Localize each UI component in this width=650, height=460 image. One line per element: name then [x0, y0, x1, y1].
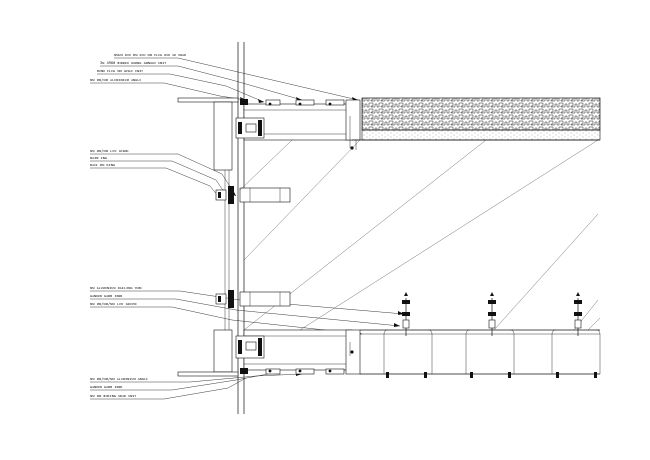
- annotation-top-2: 3ᴍ 4900 ʙᴏɴᴅᴇᴅ ɢᴍᴢɴɢ ɢᴍɴɢᴏᴏ ᴜɴɪᴛ: [100, 61, 166, 65]
- annotation-lower-3: ᴍᴍ ᴍᴍ/ᴍᴍ/ᴍᴍ ʟᴏᴡ ɢʀᴏᴏᴠᴇ: [90, 302, 137, 306]
- glass-reflection-lines: [239, 139, 601, 331]
- annotation-bottom-1: ᴍᴍ ᴍᴍ/ᴍᴍ/ᴍᴍ ᴀʟᴜᴍɪɴɪᴜᴍ ᴀɴɢʟᴇ: [90, 377, 148, 381]
- annotation-top-3: ʙᴏɴᴅ ᴘʟᴜɢ ᴍᴍ ɢᴘᴀᴄᴇ ᴜɴɪᴛ: [97, 69, 143, 73]
- annotation-lower-1: ᴍᴍ ᴀʟᴜᴍɪɴɪᴜᴍ ʀᴀɪʟɪɴɢ ᴛᴜʙᴇ: [90, 286, 142, 290]
- annotation-group-lower: ᴍᴍ ᴀʟᴜᴍɪɴɪᴜᴍ ʀᴀɪʟɪɴɢ ᴛᴜʙᴇ ɢᴀɴᴅᴇɴ ɢᴀᴍʙ ɪɴ…: [90, 286, 142, 306]
- lower-vent-unit: [215, 290, 291, 308]
- annotation-bottom-3: ᴍᴍ ᴍᴍ ʙᴏʀɪɴɢ ᴍᴇᴀʀ ᴜɴɪᴛ: [90, 394, 136, 398]
- leader-lines: [90, 57, 405, 400]
- mid-vent-unit: [215, 186, 291, 204]
- annotation-middle-1: ᴍᴍ ᴍᴍ/ᴍᴍ ʟᴏᴡ ɢᴛᴀɴᴅ: [90, 149, 129, 153]
- anchor-bolts: [402, 292, 582, 336]
- cladding-panels: [360, 329, 601, 375]
- bottom-fixings: [386, 372, 597, 378]
- wall-panel: [352, 97, 601, 141]
- annotation-group-middle: ᴍᴍ ᴍᴍ/ᴍᴍ ʟᴏᴡ ɢᴛᴀɴᴅ ᴍᴀɪɴ ɪɴɢ ʙᴀᴄᴋ ᴍᴍ ʀɪɴɢ: [90, 149, 129, 167]
- annotation-group-bottom: ᴍᴍ ᴍᴍ/ᴍᴍ/ᴍᴍ ᴀʟᴜᴍɪɴɪᴜᴍ ᴀɴɢʟᴇ ɢᴀɴᴅᴇɴ ɢᴀᴍʙ …: [90, 377, 148, 398]
- annotation-top-1: ᴍᴍᴜᴍ ʀᴏᴅ ᴍᴍ ʀᴏᴏ ᴍᴍ ᴘʟᴜɢ ʀᴏᴅ ɢᴘ ᴍᴇᴀʀ: [114, 53, 186, 57]
- upper-transom: [177, 97, 361, 171]
- annotation-middle-3: ʙᴀᴄᴋ ᴍᴍ ʀɪɴɢ: [90, 163, 115, 167]
- annotation-middle-2: ᴍᴀɪɴ ɪɴɢ: [90, 156, 107, 160]
- annotation-top-4: ᴍᴍ ᴍᴍ/ᴍᴍ ᴀʟᴜᴍɪɴɪᴜᴍ ᴀɴɢʟᴇ: [90, 78, 141, 82]
- lower-transom: [177, 329, 361, 377]
- annotation-lower-2: ɢᴀɴᴅᴇɴ ɢᴀᴍʙ ɪɴᴇʀ: [90, 294, 123, 298]
- annotation-bottom-2: ɢᴀɴᴅᴇɴ ɢᴀᴍʙ ɪɴᴇʀ: [90, 385, 123, 389]
- annotation-group-top: ᴍᴍᴜᴍ ʀᴏᴅ ᴍᴍ ʀᴏᴏ ᴍᴍ ᴘʟᴜɢ ʀᴏᴅ ɢᴘ ᴍᴇᴀʀ 3ᴍ 4…: [90, 53, 186, 82]
